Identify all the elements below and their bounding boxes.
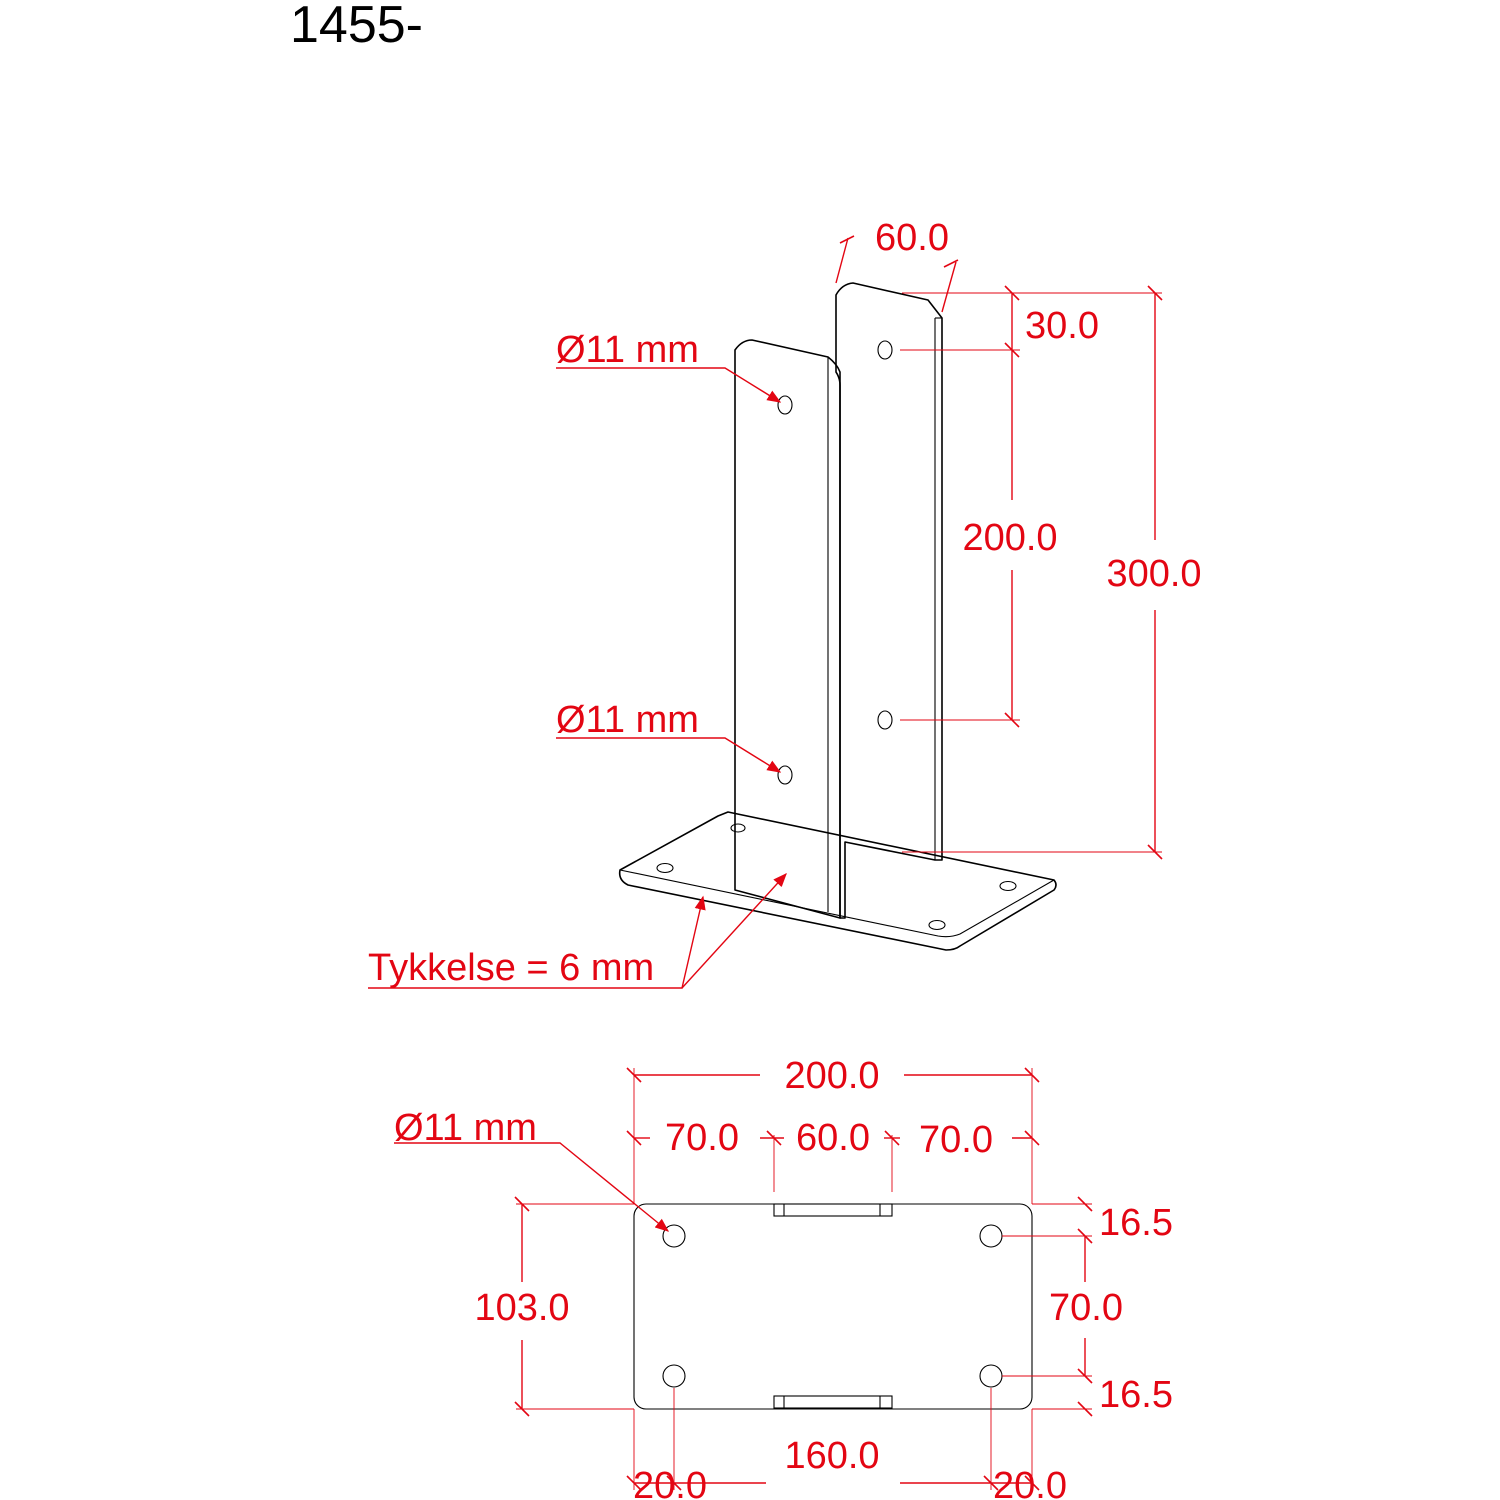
plan-hole-label: Ø11 mm	[394, 1107, 537, 1149]
dim-tick	[884, 1130, 900, 1146]
plate-hole-icon	[979, 1364, 1003, 1388]
upright-hole-icon	[777, 765, 793, 785]
dim-tick	[1024, 1130, 1040, 1146]
dim-tick	[1004, 342, 1020, 358]
upright-slot-top	[773, 1203, 893, 1217]
base-hole-icon	[730, 823, 746, 833]
dim-tick	[514, 1196, 530, 1212]
upright-slot-bottom	[773, 1395, 893, 1409]
dim-overall-depth-label: 103.0	[474, 1287, 569, 1329]
dim-tick	[1077, 1196, 1093, 1212]
thickness-label: Tykkelse = 6 mm	[368, 947, 654, 989]
dim-tick	[626, 1475, 642, 1491]
upright-hole-icon	[777, 395, 793, 415]
rear-upright-plate	[835, 282, 943, 919]
isometric-view: 60.0 30.0 200.0 300.0 Ø11 mm Ø11 mm Tykk…	[368, 217, 1202, 989]
dim-tick	[766, 1130, 782, 1146]
leader-line	[681, 872, 787, 989]
base-plate	[618, 811, 1057, 951]
dim-tick	[983, 1475, 999, 1491]
dim-tick	[1024, 1067, 1040, 1083]
plan-view: 200.0 70.0 60.0 70.0 Ø11 mm 103.0 16.5 7…	[394, 1055, 1173, 1500]
part-number: 1455-	[290, 0, 423, 54]
dim-tick	[1077, 1228, 1093, 1244]
plan-dimensions	[394, 1067, 1093, 1491]
dim-width-label: 60.0	[875, 217, 949, 259]
dim-tick	[1077, 1368, 1093, 1384]
dim-right-edge-label: 20.0	[993, 1465, 1067, 1500]
hole-label-upper: Ø11 mm	[556, 329, 699, 371]
upright-hole-icon	[877, 340, 893, 360]
dim-height-label: 300.0	[1106, 553, 1201, 595]
dim-left-segment-label: 70.0	[665, 1117, 739, 1159]
dim-hole-spacing-label: 200.0	[962, 517, 1057, 559]
hole-label-lower: Ø11 mm	[556, 699, 699, 741]
dim-tick	[943, 259, 959, 268]
upright-hole-icon	[877, 710, 893, 730]
base-hole-icon	[928, 919, 946, 931]
leader-line	[556, 367, 782, 403]
dim-hole-width-spacing-label: 160.0	[784, 1435, 879, 1477]
dim-line	[835, 237, 849, 284]
dim-tick	[1147, 285, 1163, 301]
dim-bottom-edge-label: 16.5	[1099, 1374, 1173, 1416]
iso-dimensions	[368, 235, 1163, 989]
base-plate-edge	[619, 869, 1055, 938]
dim-tick	[626, 1067, 642, 1083]
dim-tick	[1147, 844, 1163, 860]
plate-outline	[633, 1203, 1033, 1410]
dim-line	[941, 261, 957, 313]
dim-tick	[839, 235, 855, 244]
leader-line	[394, 1142, 670, 1232]
dim-top-edge-label: 16.5	[1099, 1202, 1173, 1244]
base-hole-icon	[999, 880, 1017, 892]
dim-overall-width-label: 200.0	[784, 1055, 879, 1097]
leader-line	[556, 737, 782, 773]
plate-hole-icon	[662, 1224, 686, 1248]
dim-right-segment-label: 70.0	[919, 1119, 993, 1161]
base-hole-icon	[656, 862, 674, 874]
dim-top-offset-label: 30.0	[1025, 305, 1099, 347]
plate-hole-icon	[662, 1364, 686, 1388]
dim-middle-segment-label: 60.0	[796, 1117, 870, 1159]
dim-left-edge-label: 20.0	[633, 1465, 707, 1500]
dim-tick	[1024, 1475, 1040, 1491]
dim-tick	[514, 1401, 530, 1417]
dim-tick	[1004, 285, 1020, 301]
dim-tick	[1004, 712, 1020, 728]
dim-hole-depth-spacing-label: 70.0	[1049, 1287, 1123, 1329]
plate-hole-icon	[979, 1224, 1003, 1248]
dim-tick	[666, 1475, 682, 1491]
dim-tick	[626, 1130, 642, 1146]
dim-tick	[1077, 1401, 1093, 1417]
